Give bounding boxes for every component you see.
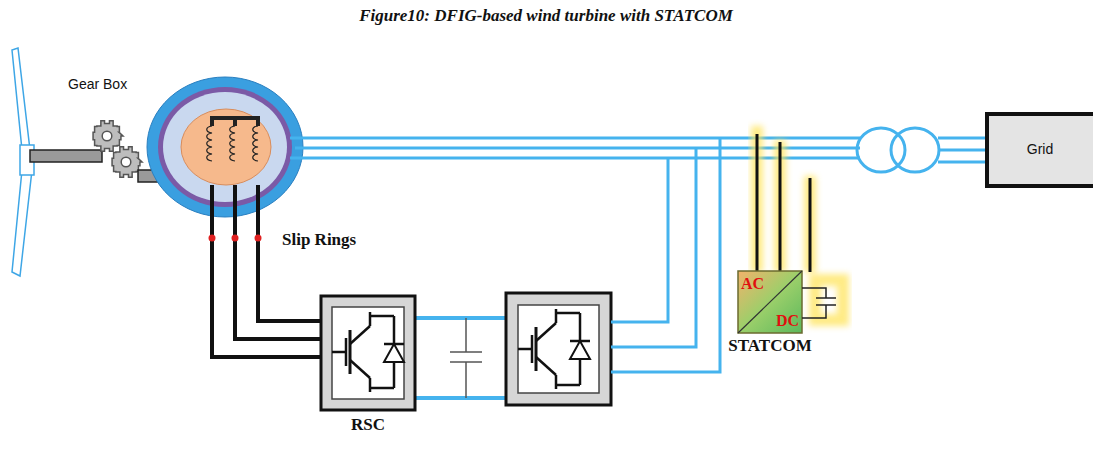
grid-side-converter [506,293,611,405]
statcom-capacitor [802,288,826,298]
dfig-generator [212,118,258,126]
gsc-wires [611,148,696,347]
gear-box [93,121,142,177]
dfig-generator [207,126,258,161]
ac-label: AC [741,275,764,293]
transformer [891,128,939,172]
three-phase-bus [938,149,987,152]
dc-link-capacitor [450,351,482,353]
dc-label: DC [776,312,799,330]
grid-side-converter [518,305,599,393]
statcom-wires [779,142,782,272]
three-phase-bus [938,137,987,140]
grid-box-shape [987,114,1093,186]
slip-ring-dots [209,235,216,242]
rotor-side-converter-shape [321,296,415,410]
rotor-wires [258,185,322,321]
rotor-wires [235,185,322,339]
gear-hub [121,157,131,167]
gsc-wires [611,138,720,372]
gsc-wires [611,138,720,372]
grid-box-shape [987,114,1093,186]
slip-ring-dots [209,235,262,242]
slip-ring-dots [255,235,262,242]
grid-box: Grid [987,114,1093,186]
main-shaft [30,150,102,162]
gear [93,121,123,151]
turbine-blades [12,48,30,150]
three-phase-bus [290,137,860,140]
dc-link [414,316,507,320]
transformer [857,128,939,172]
dc-link [414,318,507,398]
dfig-generator [181,109,271,185]
grid-side-converter [518,309,590,389]
rotor-side-converter-shape [332,307,404,399]
statcom-glow [774,140,786,272]
statcom-glow [751,126,763,272]
slip-ring-dots [232,235,239,242]
converter-label: RSC [351,416,385,435]
gsc-wires [611,158,668,322]
turbine-blades [12,170,32,276]
gear-box [93,121,142,177]
statcom-capacitor [816,297,836,299]
dfig-generator [147,77,303,217]
dc-link-capacitor [465,362,467,398]
statcom-capacitor [802,305,826,318]
rsc-converter: RSC [321,296,415,410]
rotor-side-converter-shape [332,312,404,392]
statcom-glow [804,176,816,272]
main-shaft [30,150,102,162]
statcom-capacitor [802,288,836,318]
gear-hub [102,131,112,141]
three-phase-bus [938,161,987,164]
rotor-wires [212,185,322,357]
dfig-generator [147,77,303,217]
coil-winding [253,126,258,161]
statcom-wires [757,134,810,272]
dfig-generator [163,92,287,202]
dfig-generator [158,87,292,207]
grid-label: Grid [1027,142,1053,157]
statcom-converter [738,271,802,333]
statcom-converter [738,271,802,333]
statcom-glow [815,280,843,320]
statcom-label: STATCOM [728,337,811,356]
three-phase-bus [290,138,987,162]
statcom-converter-box: ACDCSTATCOM [738,271,802,333]
slip-rings-label: Slip Rings [282,230,356,250]
dc-link [414,396,507,400]
statcom-wires [756,134,759,272]
dc-link-capacitor [465,318,467,352]
rotor-side-converter-shape [321,296,415,410]
coil-winding [207,126,212,161]
rotor-wires [212,185,322,357]
coil-winding [230,126,235,161]
figure-title: Figure10: DFIG-based wind turbine with S… [359,6,733,26]
grid-side-converter [506,293,611,405]
statcom-converter [738,271,802,333]
statcom-wires [809,178,812,272]
dc-link-capacitor [450,318,482,398]
gear-box-label: Gear Box [68,76,127,92]
